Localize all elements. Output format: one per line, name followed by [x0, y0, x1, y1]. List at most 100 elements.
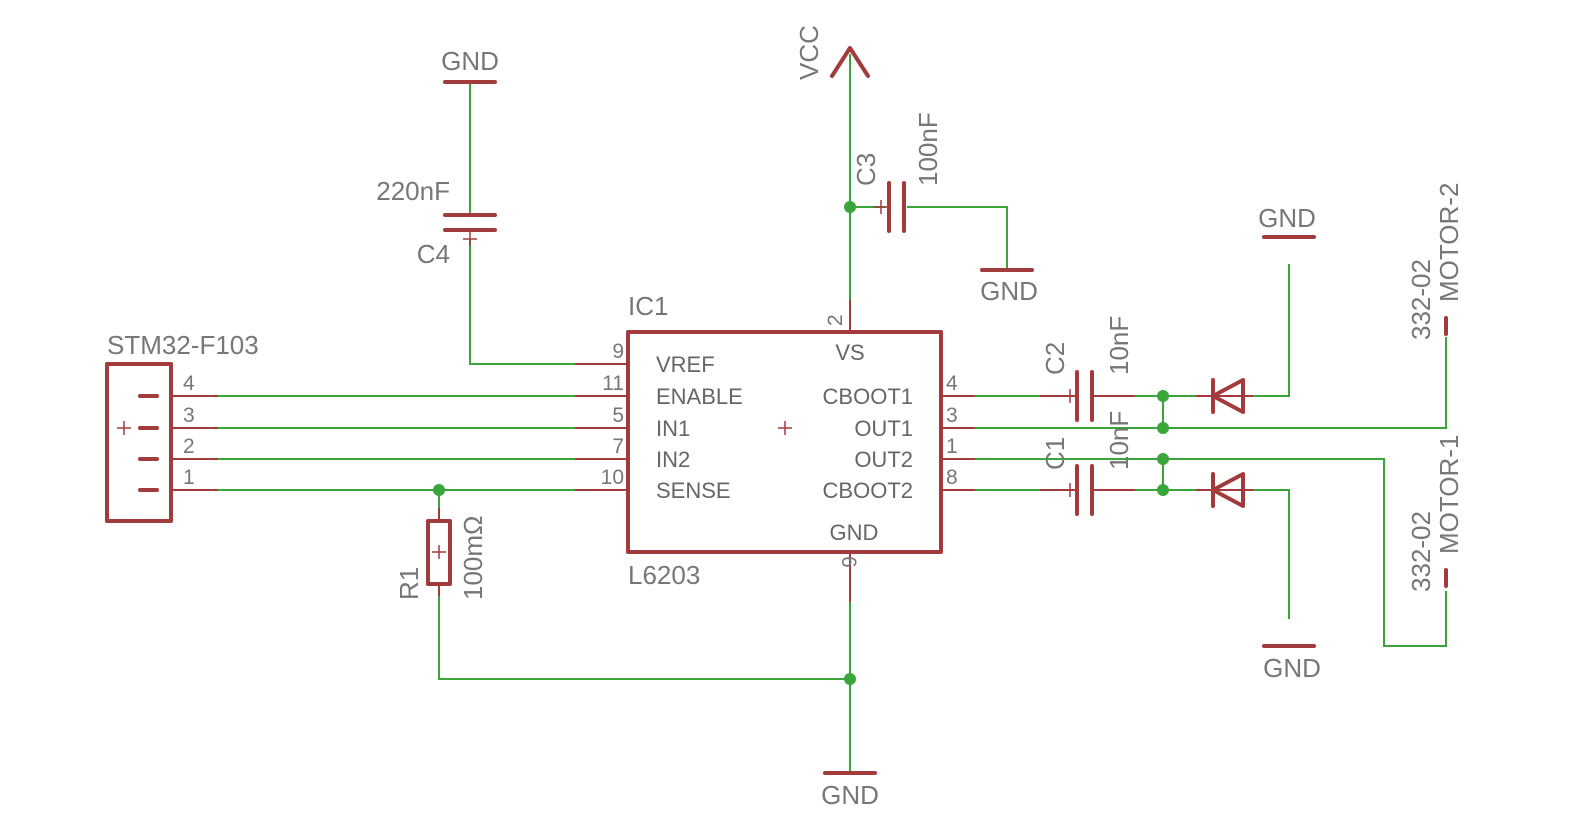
motor-part: 332-02	[1406, 259, 1436, 340]
wire-c3-gnd	[907, 206, 1008, 271]
motor-1-terminal: 332-02 MOTOR-1	[1406, 435, 1464, 592]
ic-pin-number: 1	[946, 435, 958, 458]
motor-2-terminal: 332-02 MOTOR-2	[1406, 183, 1464, 340]
capacitor-value: 100nF	[913, 112, 943, 186]
wire-d1-gnd	[1252, 264, 1290, 397]
gnd-c3: GND	[980, 268, 1038, 306]
ic-pin-number: 11	[602, 372, 624, 395]
ic-pin-number: 5	[612, 404, 624, 427]
polarity-mark	[1063, 389, 1077, 403]
junction-dot	[844, 673, 856, 685]
capacitor-name: C1	[1040, 437, 1070, 470]
capacitor-c2: C2 10nF	[1040, 316, 1135, 422]
resistor-body	[426, 519, 452, 586]
capacitor-c4: 220nF C4	[376, 176, 497, 269]
motor-name: MOTOR-2	[1434, 183, 1464, 302]
ic-value: L6203	[628, 560, 700, 590]
wire-r1-gnd	[438, 587, 851, 680]
ic-pin-line	[575, 363, 628, 491]
wire-out1	[974, 337, 1447, 429]
connector-pin-number: 4	[183, 372, 195, 395]
motor-name: MOTOR-1	[1434, 435, 1464, 554]
vcc-arrow	[830, 46, 870, 78]
connector-name: STM32-F103	[107, 330, 259, 360]
ic-pin-number: 8	[946, 466, 958, 489]
ic-pin-label: VREF	[656, 352, 715, 377]
gnd-label: GND	[441, 46, 499, 76]
capacitor-value: 10nF	[1104, 316, 1134, 375]
ic-pin-label: IN1	[656, 416, 690, 441]
ic-pin-label: OUT2	[854, 447, 913, 472]
vcc-symbol: VCC	[794, 25, 870, 80]
ic-name: IC1	[628, 291, 668, 321]
capacitor-plate	[887, 181, 906, 233]
wire-d2-gnd	[1252, 489, 1290, 619]
ic-pin-label: CBOOT1	[823, 384, 913, 409]
capacitor-plate	[1075, 464, 1094, 516]
capacitor-name: C3	[851, 153, 881, 186]
ic-pin-number: 2	[824, 314, 847, 326]
ic-pin-label: GND	[830, 520, 879, 545]
ic-pin-label: SENSE	[656, 478, 731, 503]
ic-pin-label: OUT1	[854, 416, 913, 441]
ic-pin-number: 3	[946, 404, 958, 427]
gnd-c4: GND	[441, 46, 499, 84]
ic-pin-number: 10	[601, 466, 624, 489]
capacitor-plate	[1075, 370, 1094, 422]
polarity-mark	[463, 232, 477, 246]
gnd-label: GND	[821, 780, 879, 810]
motor-part: 332-02	[1406, 511, 1436, 592]
origin-mark	[778, 421, 792, 435]
gnd-label: GND	[1263, 653, 1321, 683]
diode-body	[1211, 378, 1245, 414]
connector-pin	[138, 394, 159, 492]
capacitor-plate	[443, 213, 497, 232]
junction-dot	[1157, 453, 1169, 465]
ic-pin-label: IN2	[656, 447, 690, 472]
diode-body	[1211, 472, 1245, 508]
ic-pin-number: 7	[612, 435, 624, 458]
capacitor-c1: C1 10nF	[1040, 411, 1135, 516]
junction-dot	[1157, 422, 1169, 434]
gnd-label: GND	[980, 276, 1038, 306]
junction-dot	[433, 484, 445, 496]
ic-pin-number: 6	[837, 556, 860, 568]
ic-pin-label: VS	[835, 340, 864, 365]
junction-dot	[1157, 484, 1169, 496]
capacitor-c3: C3 100nF	[851, 112, 943, 233]
gnd-diode-bottom: GND	[1262, 644, 1321, 683]
connector-stm32: STM32-F103 4 3 2 1	[105, 330, 259, 523]
connector-pin-line	[171, 395, 218, 491]
connector-pin-number: 3	[183, 404, 195, 427]
ic-body	[626, 330, 943, 554]
wires	[217, 54, 1447, 774]
diode-top	[1196, 378, 1253, 414]
capacitor-name: C2	[1040, 342, 1070, 375]
ic-pin-number: 9	[612, 340, 624, 363]
capacitor-value: 220nF	[376, 176, 450, 206]
polarity-mark	[432, 545, 446, 559]
polarity-mark	[874, 200, 888, 214]
connector-pin-number: 1	[183, 466, 195, 489]
connector-pin-number: 2	[183, 435, 195, 458]
junctions	[433, 201, 1169, 685]
junction-dot	[1157, 390, 1169, 402]
ic-pin-line	[941, 395, 975, 491]
junction-dot	[844, 201, 856, 213]
polarity-mark	[1063, 483, 1077, 497]
gnd-diode-top: GND	[1258, 203, 1316, 239]
gnd-ic: GND	[821, 771, 879, 810]
capacitor-name: C4	[417, 239, 450, 269]
resistor-value: 100mΩ	[458, 516, 488, 600]
ic-l6203: IC1 L6203 VREF ENABLE IN1 IN2 SENSE 9 11…	[575, 291, 975, 602]
resistor-name: R1	[394, 567, 424, 600]
gnd-label: GND	[1258, 203, 1316, 233]
ic-pin-label: ENABLE	[656, 384, 743, 409]
wire-vref	[469, 239, 576, 365]
wire-out2	[974, 458, 1447, 647]
resistor-r1: R1 100mΩ	[394, 508, 488, 600]
capacitor-value: 10nF	[1104, 411, 1134, 470]
ic-pin-label: CBOOT2	[823, 478, 913, 503]
diode-bottom	[1196, 472, 1253, 508]
